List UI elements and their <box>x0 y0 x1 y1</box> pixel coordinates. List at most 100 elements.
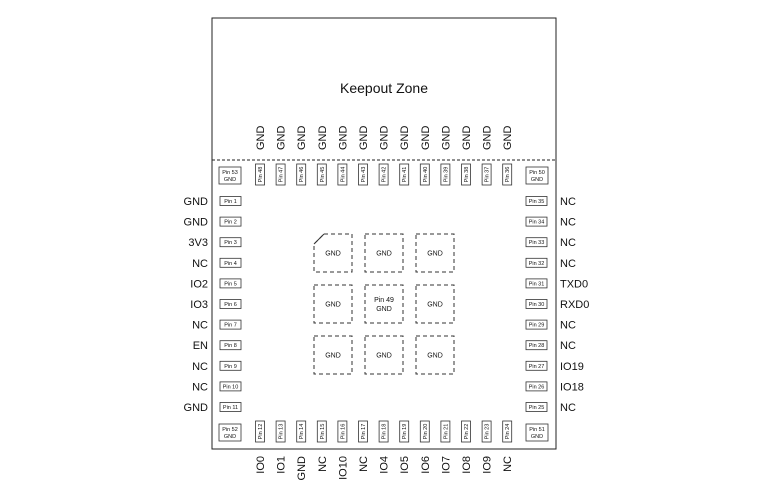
pin-pad <box>525 299 548 309</box>
pin-pad <box>525 216 548 227</box>
pin-function-label: NC <box>560 237 576 249</box>
pin-function-label: NC <box>192 361 208 373</box>
pin-number: Pin 20 <box>423 424 429 440</box>
pin-number: Pin 52 <box>222 427 238 433</box>
pin-function-label: GND <box>224 434 236 440</box>
pin-pad <box>378 420 389 443</box>
pin-number: Pin 51 <box>529 427 545 433</box>
pin-pad <box>525 319 548 330</box>
pin-number: Pin 16 <box>340 424 346 440</box>
pad-outline <box>415 233 455 273</box>
pin-pad <box>399 420 410 443</box>
pin-function-label: IO7 <box>440 456 452 474</box>
pin-function-label: NC <box>560 258 576 270</box>
pin-number: Pin 42 <box>382 167 388 183</box>
pin-function-label: RXD0 <box>560 299 589 311</box>
pin-number: Pin 45 <box>320 167 326 183</box>
pin-function-label: IO6 <box>420 456 432 474</box>
pin-top: Pin 42 GND <box>379 126 391 186</box>
pin-function-label: 3V3 <box>188 237 208 249</box>
pin-function-label: NC <box>560 340 576 352</box>
thermal-pad: GND <box>415 335 455 375</box>
pad-label: GND <box>427 353 443 360</box>
pin-right: Pin 32 NC <box>525 258 576 270</box>
pin-function-label: IO1 <box>276 456 288 474</box>
pin-function-label: NC <box>560 320 576 332</box>
pin-number: Pin 15 <box>320 424 326 440</box>
pin-number: Pin 43 <box>361 167 367 183</box>
pin-function-label: GND <box>358 126 370 151</box>
thermal-pad: GND <box>415 284 455 324</box>
pin-number: Pin 27 <box>529 364 545 370</box>
pin-number: Pin 8 <box>224 343 237 349</box>
pin-function-label: IO18 <box>560 381 584 393</box>
pin-pad <box>219 360 242 371</box>
pin-number: Pin 34 <box>529 220 545 226</box>
pad-outline <box>313 335 353 375</box>
pin-bottom: Pin 13 IO1 <box>276 420 288 474</box>
pin-function-label: GND <box>420 126 432 151</box>
pad-label: GND <box>376 306 392 313</box>
pin1-chamfer <box>313 233 325 245</box>
pin-number: Pin 13 <box>279 424 285 440</box>
pin-function-label: GND <box>440 126 452 151</box>
pin-function-label: GND <box>379 126 391 151</box>
pin-pad <box>337 163 348 186</box>
pin-function-label: IO2 <box>190 278 208 290</box>
pin-function-label: GND <box>296 126 308 151</box>
pin-function-label: GND <box>337 126 349 151</box>
pin-number: Pin 9 <box>224 364 237 370</box>
pin-function-label: EN <box>193 340 208 352</box>
pad-outline <box>313 284 353 324</box>
pin-pad <box>296 163 307 186</box>
pin-pad <box>219 319 242 330</box>
pin-number: Pin 26 <box>529 384 545 390</box>
pin-function-label: GND <box>531 177 543 183</box>
pin-number: Pin 31 <box>529 281 545 287</box>
pin-function-label: GND <box>224 177 236 183</box>
pin-pad <box>219 237 242 248</box>
pin-number: Pin 23 <box>485 424 491 440</box>
pin-function-label: IO9 <box>482 456 494 474</box>
pin-pad <box>316 420 327 443</box>
pin-right: Pin 26 IO18 <box>525 381 584 393</box>
pin-bottom: Pin 20 IO6 <box>420 420 432 474</box>
pin-number: Pin 32 <box>529 261 545 267</box>
pin-pad <box>502 163 513 186</box>
pin-number: Pin 12 <box>258 424 264 440</box>
pin-number: Pin 4 <box>224 261 237 267</box>
pin-function-label: GND <box>531 434 543 440</box>
pin-pad <box>525 360 548 371</box>
pin-function-label: IO19 <box>560 361 584 373</box>
pad-outline <box>415 284 455 324</box>
pin-number: Pin 30 <box>529 302 545 308</box>
thermal-pad: GND <box>313 233 353 273</box>
thermal-pad: GND <box>313 284 353 324</box>
pin-pad <box>481 420 492 443</box>
pin-function-label: NC <box>502 456 514 472</box>
pin-function-label: IO8 <box>461 456 473 474</box>
pin-pad <box>461 420 471 443</box>
pad-label: GND <box>376 353 392 360</box>
pin-pad <box>219 402 242 412</box>
pin-number: Pin 7 <box>224 323 237 329</box>
pin-number: Pin 25 <box>529 405 545 411</box>
